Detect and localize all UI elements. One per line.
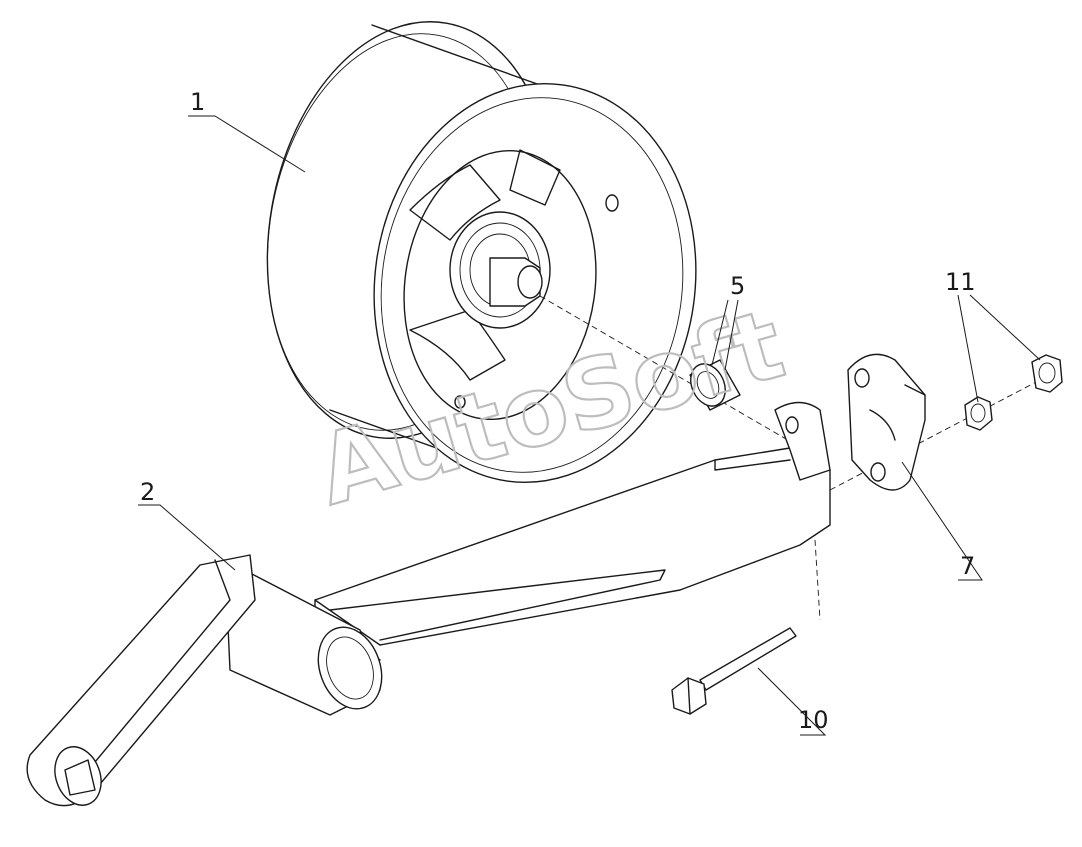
callout-11: 11 bbox=[945, 268, 976, 296]
callout-2: 2 bbox=[140, 478, 155, 506]
arm-part-2 bbox=[26, 401, 831, 807]
callout-labels: 1 2 5 7 10 11 bbox=[140, 88, 976, 734]
bolt-axis-line bbox=[809, 459, 821, 621]
callout-7: 7 bbox=[960, 552, 975, 580]
callout-10: 10 bbox=[798, 706, 829, 734]
callout-1: 1 bbox=[190, 88, 205, 116]
center-axis-line bbox=[539, 295, 806, 451]
clamp-part-7 bbox=[847, 353, 926, 491]
nuts-part-11 bbox=[964, 354, 1063, 431]
bushing-part-5 bbox=[689, 359, 741, 411]
callout-5: 5 bbox=[730, 272, 745, 300]
bolt-part-10 bbox=[671, 627, 797, 715]
callout-leaders bbox=[138, 115, 1041, 736]
